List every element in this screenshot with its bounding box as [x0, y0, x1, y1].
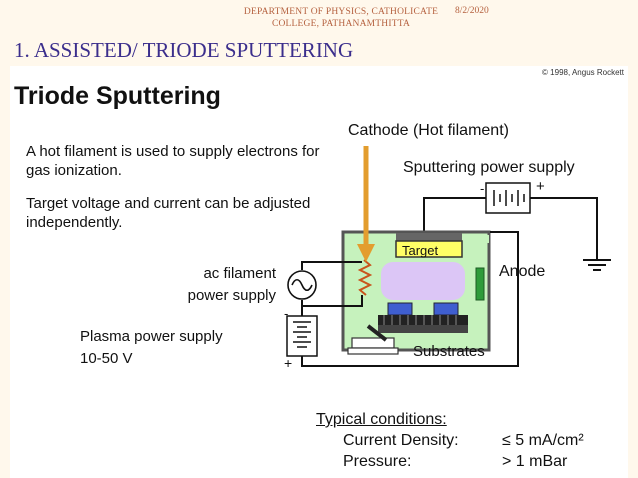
sputtering-plus-label: + — [536, 178, 545, 195]
sputtering-supply-label: Sputtering power supply — [403, 159, 575, 176]
ac-power-supply-label: power supply — [187, 287, 276, 304]
anode-electrode — [475, 267, 485, 301]
sputtering-supply-wiring — [423, 197, 598, 260]
page-title: 1. ASSISTED/ TRIODE SPUTTERING — [14, 38, 354, 62]
cathode-label: Cathode (Hot filament) — [348, 122, 509, 139]
pump-valve-icon — [347, 324, 399, 355]
paragraph-hot-filament: A hot filament is used to supply electro… — [26, 143, 320, 179]
anode-label: Anode — [499, 263, 546, 280]
plasma-plus-label: + — [284, 355, 293, 371]
current-density-label: Current Density: — [343, 432, 459, 449]
cathode-arrow — [357, 146, 375, 262]
ac-filament-label: ac filament — [203, 265, 276, 282]
target-electrode — [395, 233, 463, 258]
ac-filament-wiring — [301, 261, 363, 307]
plasma-battery-icon — [286, 315, 318, 357]
conditions-heading: Typical conditions: — [316, 411, 447, 428]
header-department: DEPARTMENT OF PHYSICS, CATHOLICATE COLLE… — [243, 7, 439, 29]
ground-icon — [583, 259, 611, 271]
figure-panel — [10, 66, 628, 478]
plasma-voltage-label: 10-50 V — [80, 350, 133, 367]
current-density-value: ≤ 5 mA/cm² — [502, 432, 584, 449]
header-date: 8/2/2020 — [455, 6, 489, 16]
sputtering-battery-icon — [485, 182, 531, 214]
figure-title: Triode Sputtering — [14, 82, 221, 110]
target-label: Target — [402, 243, 439, 258]
substrates-label: Substrates — [413, 343, 485, 360]
plasma-region — [381, 262, 465, 300]
paragraph-target-voltage: Target voltage and current can be adjust… — [26, 195, 311, 231]
pressure-value: > 1 mBar — [502, 453, 568, 470]
plasma-supply-label: Plasma power supply — [80, 328, 223, 345]
filament-coil — [357, 259, 373, 296]
ac-source-icon — [287, 270, 317, 300]
substrate-holder — [378, 302, 468, 333]
pressure-label: Pressure: — [343, 453, 412, 470]
figure-copyright: © 1998, Angus Rockett — [542, 68, 624, 77]
plasma-supply-wiring — [301, 231, 519, 367]
sputtering-minus-label: - — [480, 181, 485, 196]
plasma-minus-label: - — [284, 306, 288, 321]
